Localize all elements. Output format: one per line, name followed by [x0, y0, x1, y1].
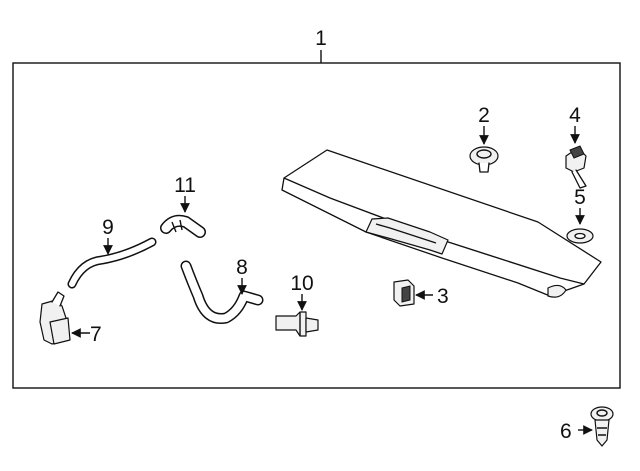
callout-4-label: 4 [569, 104, 581, 127]
push-pin-part-2 [469, 146, 499, 173]
callout-7-label: 7 [90, 323, 102, 346]
hose-part-9 [67, 237, 157, 289]
nozzle-part-7 [39, 291, 71, 345]
callout-9-label: 9 [102, 216, 114, 239]
retainer-part-6 [590, 406, 614, 447]
callout-5-label: 5 [574, 186, 586, 209]
assembly-frame [12, 62, 621, 389]
callout-8-label: 8 [236, 256, 248, 279]
callout-1-label: 1 [315, 27, 327, 50]
washer-part-5 [566, 228, 594, 244]
hose-part-8 [180, 260, 264, 325]
connector-part-10 [275, 311, 319, 337]
callout-3-label: 3 [437, 285, 449, 308]
clip-part-4 [565, 145, 587, 189]
trim-panel [281, 149, 602, 298]
callout-2-label: 2 [478, 104, 490, 127]
callout-11-label: 11 [174, 174, 196, 197]
callout-10-label: 10 [290, 272, 313, 295]
callout-6-label: 6 [560, 420, 572, 443]
bumper-part-3 [393, 279, 415, 307]
elbow-hose-part-11 [160, 214, 206, 238]
